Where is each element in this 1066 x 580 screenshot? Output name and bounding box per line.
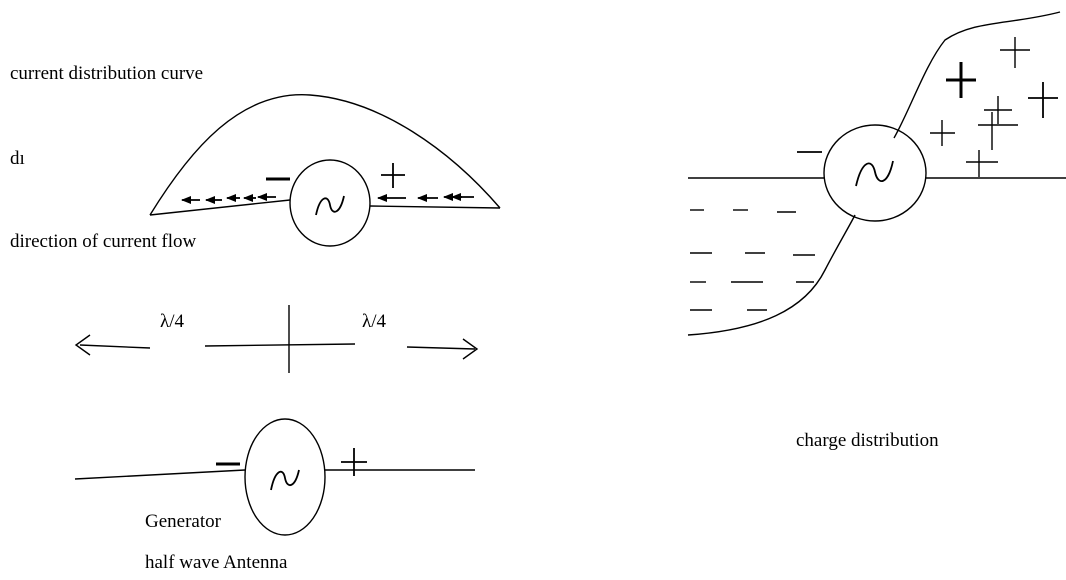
- antenna-wire-left: [149, 199, 291, 216]
- current-distribution-curve-label: current distribution curve: [10, 63, 203, 84]
- symbol-label: dı: [10, 148, 25, 169]
- arrow-left-icon: [74, 334, 91, 356]
- arrow-left-line: [79, 344, 151, 349]
- wavelength-right-label: λ/4: [362, 311, 386, 332]
- current-distribution-diagram: current distribution curve dı direction …: [10, 63, 501, 252]
- ac-source-icon: [855, 160, 894, 187]
- positive-charge-curve: [893, 11, 1061, 139]
- antenna-wire-right: [369, 205, 501, 209]
- ac-source-icon: [315, 195, 345, 216]
- negative-charge-curve: [687, 214, 856, 336]
- charge-distribution-caption: charge distribution: [796, 430, 939, 451]
- wavelength-left-label: λ/4: [160, 311, 184, 332]
- generator-circle: [823, 124, 927, 222]
- ac-source-icon: [270, 469, 300, 491]
- half-wave-antenna: Generator half wave Antenna: [74, 418, 475, 573]
- arrow-right-line: [406, 346, 476, 350]
- generator-label: Generator: [145, 511, 222, 532]
- center-line: [204, 343, 356, 347]
- current-flow-label: direction of current flow: [10, 231, 197, 252]
- generator-circle: [244, 418, 326, 536]
- antenna-wire-left: [74, 469, 246, 480]
- charge-distribution-diagram: charge distribution: [687, 11, 1066, 451]
- wavelength-markers: λ/4 λ/4: [74, 305, 479, 373]
- positive-charges: [930, 37, 1058, 177]
- arrow-right-icon: [462, 338, 479, 360]
- half-wave-antenna-caption: half wave Antenna: [145, 552, 288, 573]
- current-flow-arrows: [181, 193, 474, 204]
- generator-circle: [289, 159, 371, 247]
- negative-charges: [690, 209, 815, 311]
- current-distribution-curve: [149, 94, 501, 216]
